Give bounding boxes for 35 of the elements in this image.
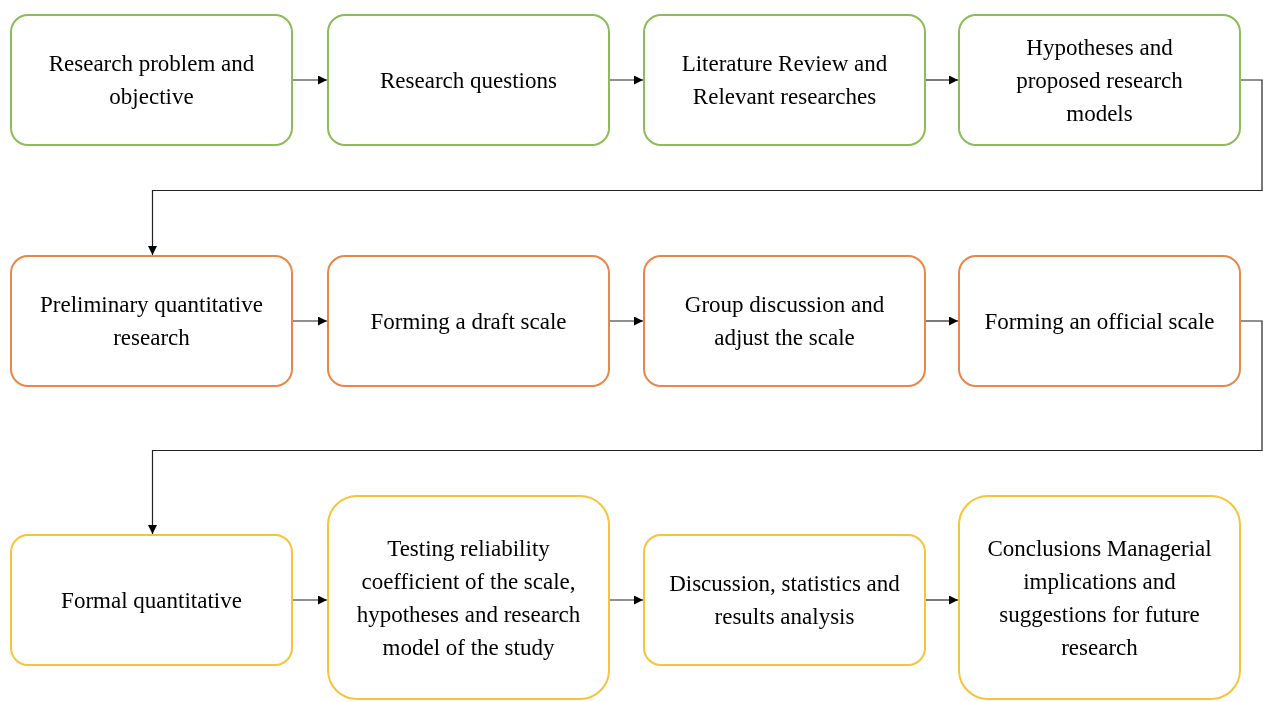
process-box xyxy=(10,255,293,387)
process-box xyxy=(643,534,926,666)
arrow xyxy=(609,316,644,326)
process-box xyxy=(958,255,1241,387)
process-box xyxy=(10,534,293,666)
step-label: Testing reliability coefficient of the scale, hypotheses and research model of the study xyxy=(355,534,582,662)
step-label: Forming an official scale xyxy=(984,307,1215,336)
step-label: Preliminary quantitative research xyxy=(39,291,264,352)
arrow xyxy=(925,595,959,605)
process-box xyxy=(10,14,293,146)
process-box xyxy=(327,14,610,146)
process-box xyxy=(643,255,926,387)
arrow xyxy=(609,595,644,605)
process-box xyxy=(327,255,610,387)
step-label: Formal quantitative xyxy=(61,586,242,615)
arrow xyxy=(292,595,328,605)
arrow xyxy=(148,320,1263,535)
step-label: Discussion, statistics and results analysis xyxy=(668,570,901,631)
arrow xyxy=(925,316,959,326)
step-label: Group discussion and adjust the scale xyxy=(683,291,886,352)
arrow xyxy=(292,316,328,326)
process-box xyxy=(958,495,1241,700)
arrow xyxy=(609,75,644,85)
step-label: Literature Review and Relevant researches xyxy=(680,50,889,111)
arrow xyxy=(148,79,1263,256)
process-box xyxy=(958,14,1241,146)
process-box xyxy=(643,14,926,146)
step-label: Hypotheses and proposed research models xyxy=(1015,33,1184,128)
step-label: Research problem and objective xyxy=(47,50,256,111)
step-label: Forming a draft scale xyxy=(370,307,567,336)
step-label: Research questions xyxy=(380,66,557,95)
arrow xyxy=(292,75,328,85)
process-box xyxy=(327,495,610,700)
arrow xyxy=(925,75,959,85)
step-label: Conclusions Managerial implications and suggestions for future research xyxy=(986,534,1213,662)
